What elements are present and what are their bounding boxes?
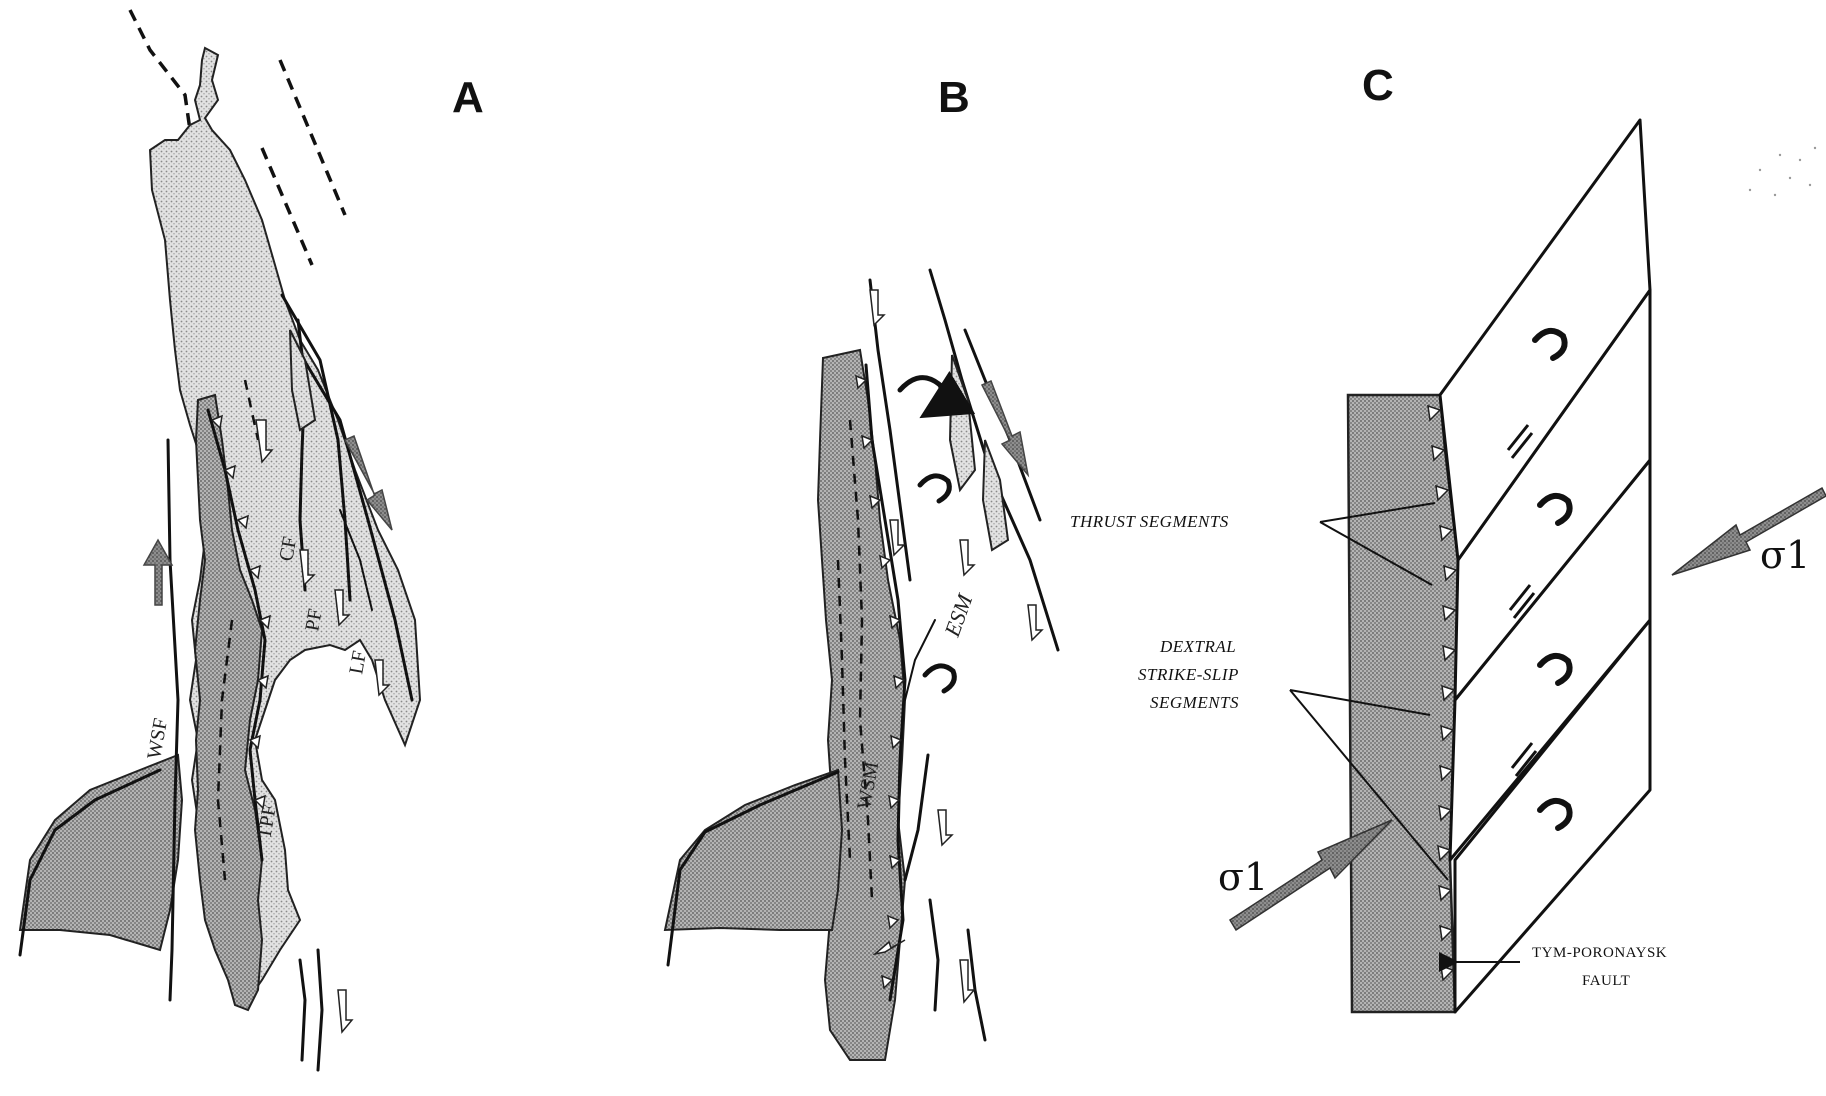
wsf-slip-arrow bbox=[144, 540, 172, 605]
sigma1-right-label: σ1 bbox=[1760, 533, 1810, 577]
south-strand-2 bbox=[318, 950, 322, 1070]
wsf-label: WSF bbox=[143, 717, 172, 761]
b-fault-south bbox=[905, 755, 928, 880]
offshore-dashed-line-1 bbox=[130, 10, 190, 130]
panel-a-letter: A bbox=[452, 73, 484, 122]
esm-label: ESM bbox=[939, 589, 978, 640]
island-light-region bbox=[150, 48, 420, 1000]
panel-b-letter: B bbox=[938, 73, 970, 122]
b-lens-1 bbox=[950, 355, 975, 490]
tym-label-1: TYM-PORONAYSK bbox=[1532, 945, 1667, 961]
strike-slip-planes bbox=[1440, 120, 1650, 1012]
scan-noise-dots bbox=[1749, 147, 1816, 196]
b-fault-2 bbox=[930, 270, 1058, 650]
b-lens-2 bbox=[983, 440, 1008, 550]
b-fault-4 bbox=[905, 620, 935, 700]
lf-label: LF bbox=[345, 649, 371, 676]
dextral-label-3: SEGMENTS bbox=[1150, 693, 1239, 712]
sigma1-left-label: σ1 bbox=[1218, 855, 1268, 899]
b-fault-south-2 bbox=[930, 900, 938, 1010]
panel-b: B WSM bbox=[665, 73, 1058, 1060]
pf-label: PF bbox=[301, 607, 327, 633]
thrust-segments-label: THRUST SEGMENTS bbox=[1070, 512, 1229, 531]
panel-a: A WSF TPF bbox=[20, 10, 484, 1070]
panel-c: C bbox=[1070, 61, 1826, 1012]
south-strand-1 bbox=[300, 960, 305, 1060]
offshore-dashed-line-2 bbox=[280, 60, 345, 215]
dextral-label-1: DEXTRAL bbox=[1159, 637, 1236, 656]
panel-c-letter: C bbox=[1362, 61, 1394, 110]
b-rotation-symbols bbox=[900, 378, 954, 691]
b-fault-south-3 bbox=[968, 930, 985, 1040]
dextral-label-2: STRIKE-SLIP bbox=[1138, 665, 1239, 684]
tym-label-2: FAULT bbox=[1582, 973, 1630, 989]
b-dark-belt bbox=[818, 350, 905, 1060]
cf-label: CF bbox=[275, 535, 301, 563]
